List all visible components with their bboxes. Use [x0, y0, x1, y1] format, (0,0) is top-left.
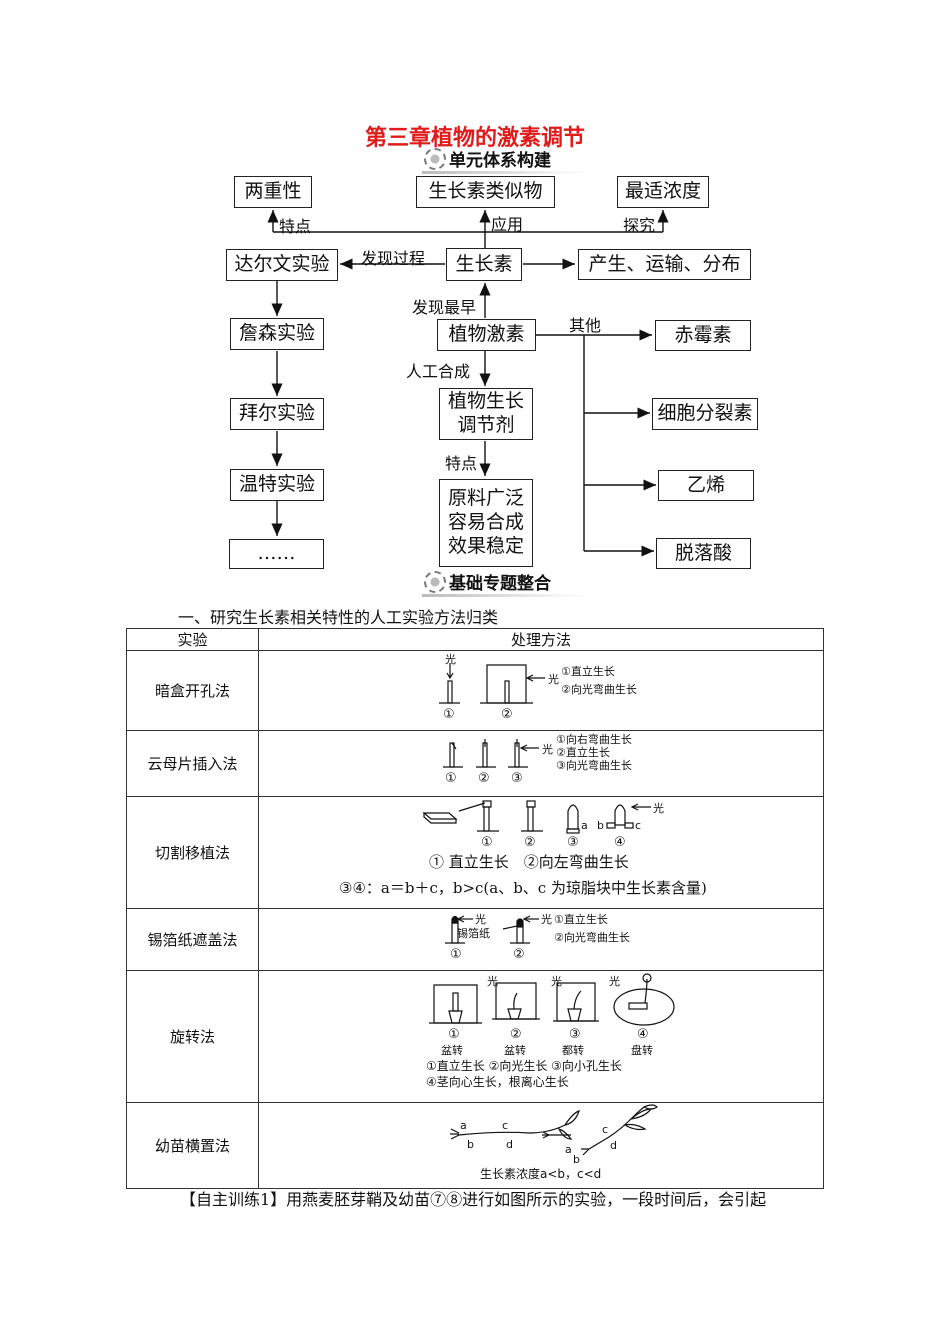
box-ellipsis: ……	[229, 539, 324, 569]
section-heading-basic-topics: 基础专题整合	[422, 569, 591, 597]
box-paal-experiment: 拜尔实验	[230, 398, 324, 430]
box-jensen-experiment: 詹森实验	[230, 318, 324, 350]
box-ethylene: 乙烯	[658, 470, 754, 501]
label-apply: 应用	[491, 215, 524, 234]
label-synthetic: 人工合成	[406, 362, 471, 381]
box-optimal-concentration: 最适浓度	[617, 176, 709, 208]
table-row: 暗盒开孔法 光 光 ①直立生长 ②向光弯曲生长 ① ②	[126, 650, 824, 731]
box-abscisic-acid: 脱落酸	[656, 538, 751, 569]
method-diagram: 光 ①向右弯曲生长 ②直立生长 ③向光弯曲生长 ① ② ③	[258, 730, 824, 797]
box-auxin: 生长素	[446, 248, 522, 281]
box-bidirectional: 两重性	[234, 176, 312, 208]
box-gibberellin: 赤霉素	[655, 320, 751, 351]
label-other: 其他	[569, 316, 602, 335]
horizontal-seedling-diagram	[450, 1104, 658, 1156]
method-name: 切割移植法	[126, 796, 259, 909]
label-earliest-discovered: 发现最早	[412, 298, 477, 317]
dark-box-diagram	[439, 663, 545, 704]
box-production-transport: 产生、运输、分布	[578, 249, 751, 280]
box-plant-hormone: 植物激素	[437, 319, 536, 351]
label-discovery-process: 发现过程	[361, 249, 426, 268]
intro-heading: 一、研究生长素相关特性的人工实验方法归类	[178, 608, 499, 627]
method-name: 幼苗横置法	[126, 1102, 259, 1189]
method-name: 旋转法	[126, 970, 259, 1103]
table-header-row: 实验 处理方法	[126, 628, 824, 651]
method-diagram: 光 光 光 ① ② ③ ④ 盆转 盆转 都转 盘转 ①直立生长 ②向光生长 ③向…	[258, 970, 824, 1103]
method-diagram: a b c 光 ① ② ③ ④ ① 直立生长 ②向左弯曲生长 ③④：a＝b＋c，…	[258, 796, 824, 909]
box-darwin-experiment: 达尔文实验	[226, 249, 338, 281]
method-diagram: 光 锡箔纸 光 ①直立生长 ②向光弯曲生长 ① ②	[258, 908, 824, 971]
exercise-prompt: 【自主训练1】用燕麦胚芽鞘及幼苗⑦⑧进行如图所示的实验，一段时间后，会引起	[180, 1190, 767, 1209]
box-cytokinin: 细胞分裂素	[652, 398, 758, 430]
method-diagram: 光 光 ①直立生长 ②向光弯曲生长 ① ②	[258, 650, 824, 731]
gear-icon	[424, 570, 446, 593]
label-explore: 探究	[623, 216, 656, 235]
table-row: 云母片插入法 光 ①向右弯曲生长 ②直立生长	[126, 730, 824, 797]
box-regulator-features: 原料广泛容易合成效果稳定	[439, 479, 533, 567]
header-method: 处理方法	[258, 628, 824, 651]
page-title: 第三章植物的激素调节	[364, 125, 585, 151]
cut-transplant-diagram	[422, 800, 651, 834]
mica-diagram	[443, 739, 539, 768]
table-row: 旋转法	[126, 970, 824, 1103]
header-experiment: 实验	[126, 628, 259, 651]
table-row: 幼苗横置法 a b c d	[126, 1102, 824, 1189]
methods-table: 实验 处理方法 暗盒开孔法 光 光 ①直立生长	[126, 628, 824, 1189]
box-growth-regulator: 植物生长调节剂	[439, 388, 533, 440]
label-feature: 特点	[279, 217, 312, 236]
method-diagram: a b c d a b c d 生长素浓度a<b，c<d	[258, 1102, 824, 1189]
method-name: 暗盒开孔法	[126, 650, 259, 731]
rotation-diagram	[429, 973, 675, 1026]
method-name: 锡箔纸遮盖法	[126, 908, 259, 971]
table-row: 切割移植法	[126, 796, 824, 909]
section-heading-unit-system: 单元体系构建	[422, 146, 591, 174]
gear-icon	[424, 147, 446, 170]
method-name: 云母片插入法	[126, 730, 259, 797]
box-auxin-analog: 生长素类似物	[416, 176, 555, 208]
box-went-experiment: 温特实验	[230, 469, 324, 501]
concept-map-arrows	[267, 210, 669, 557]
table-row: 锡箔纸遮盖法 光 锡箔纸 光 ①直立	[126, 908, 824, 971]
foil-cover-diagram	[445, 915, 539, 944]
label-feature-2: 特点	[445, 454, 478, 473]
